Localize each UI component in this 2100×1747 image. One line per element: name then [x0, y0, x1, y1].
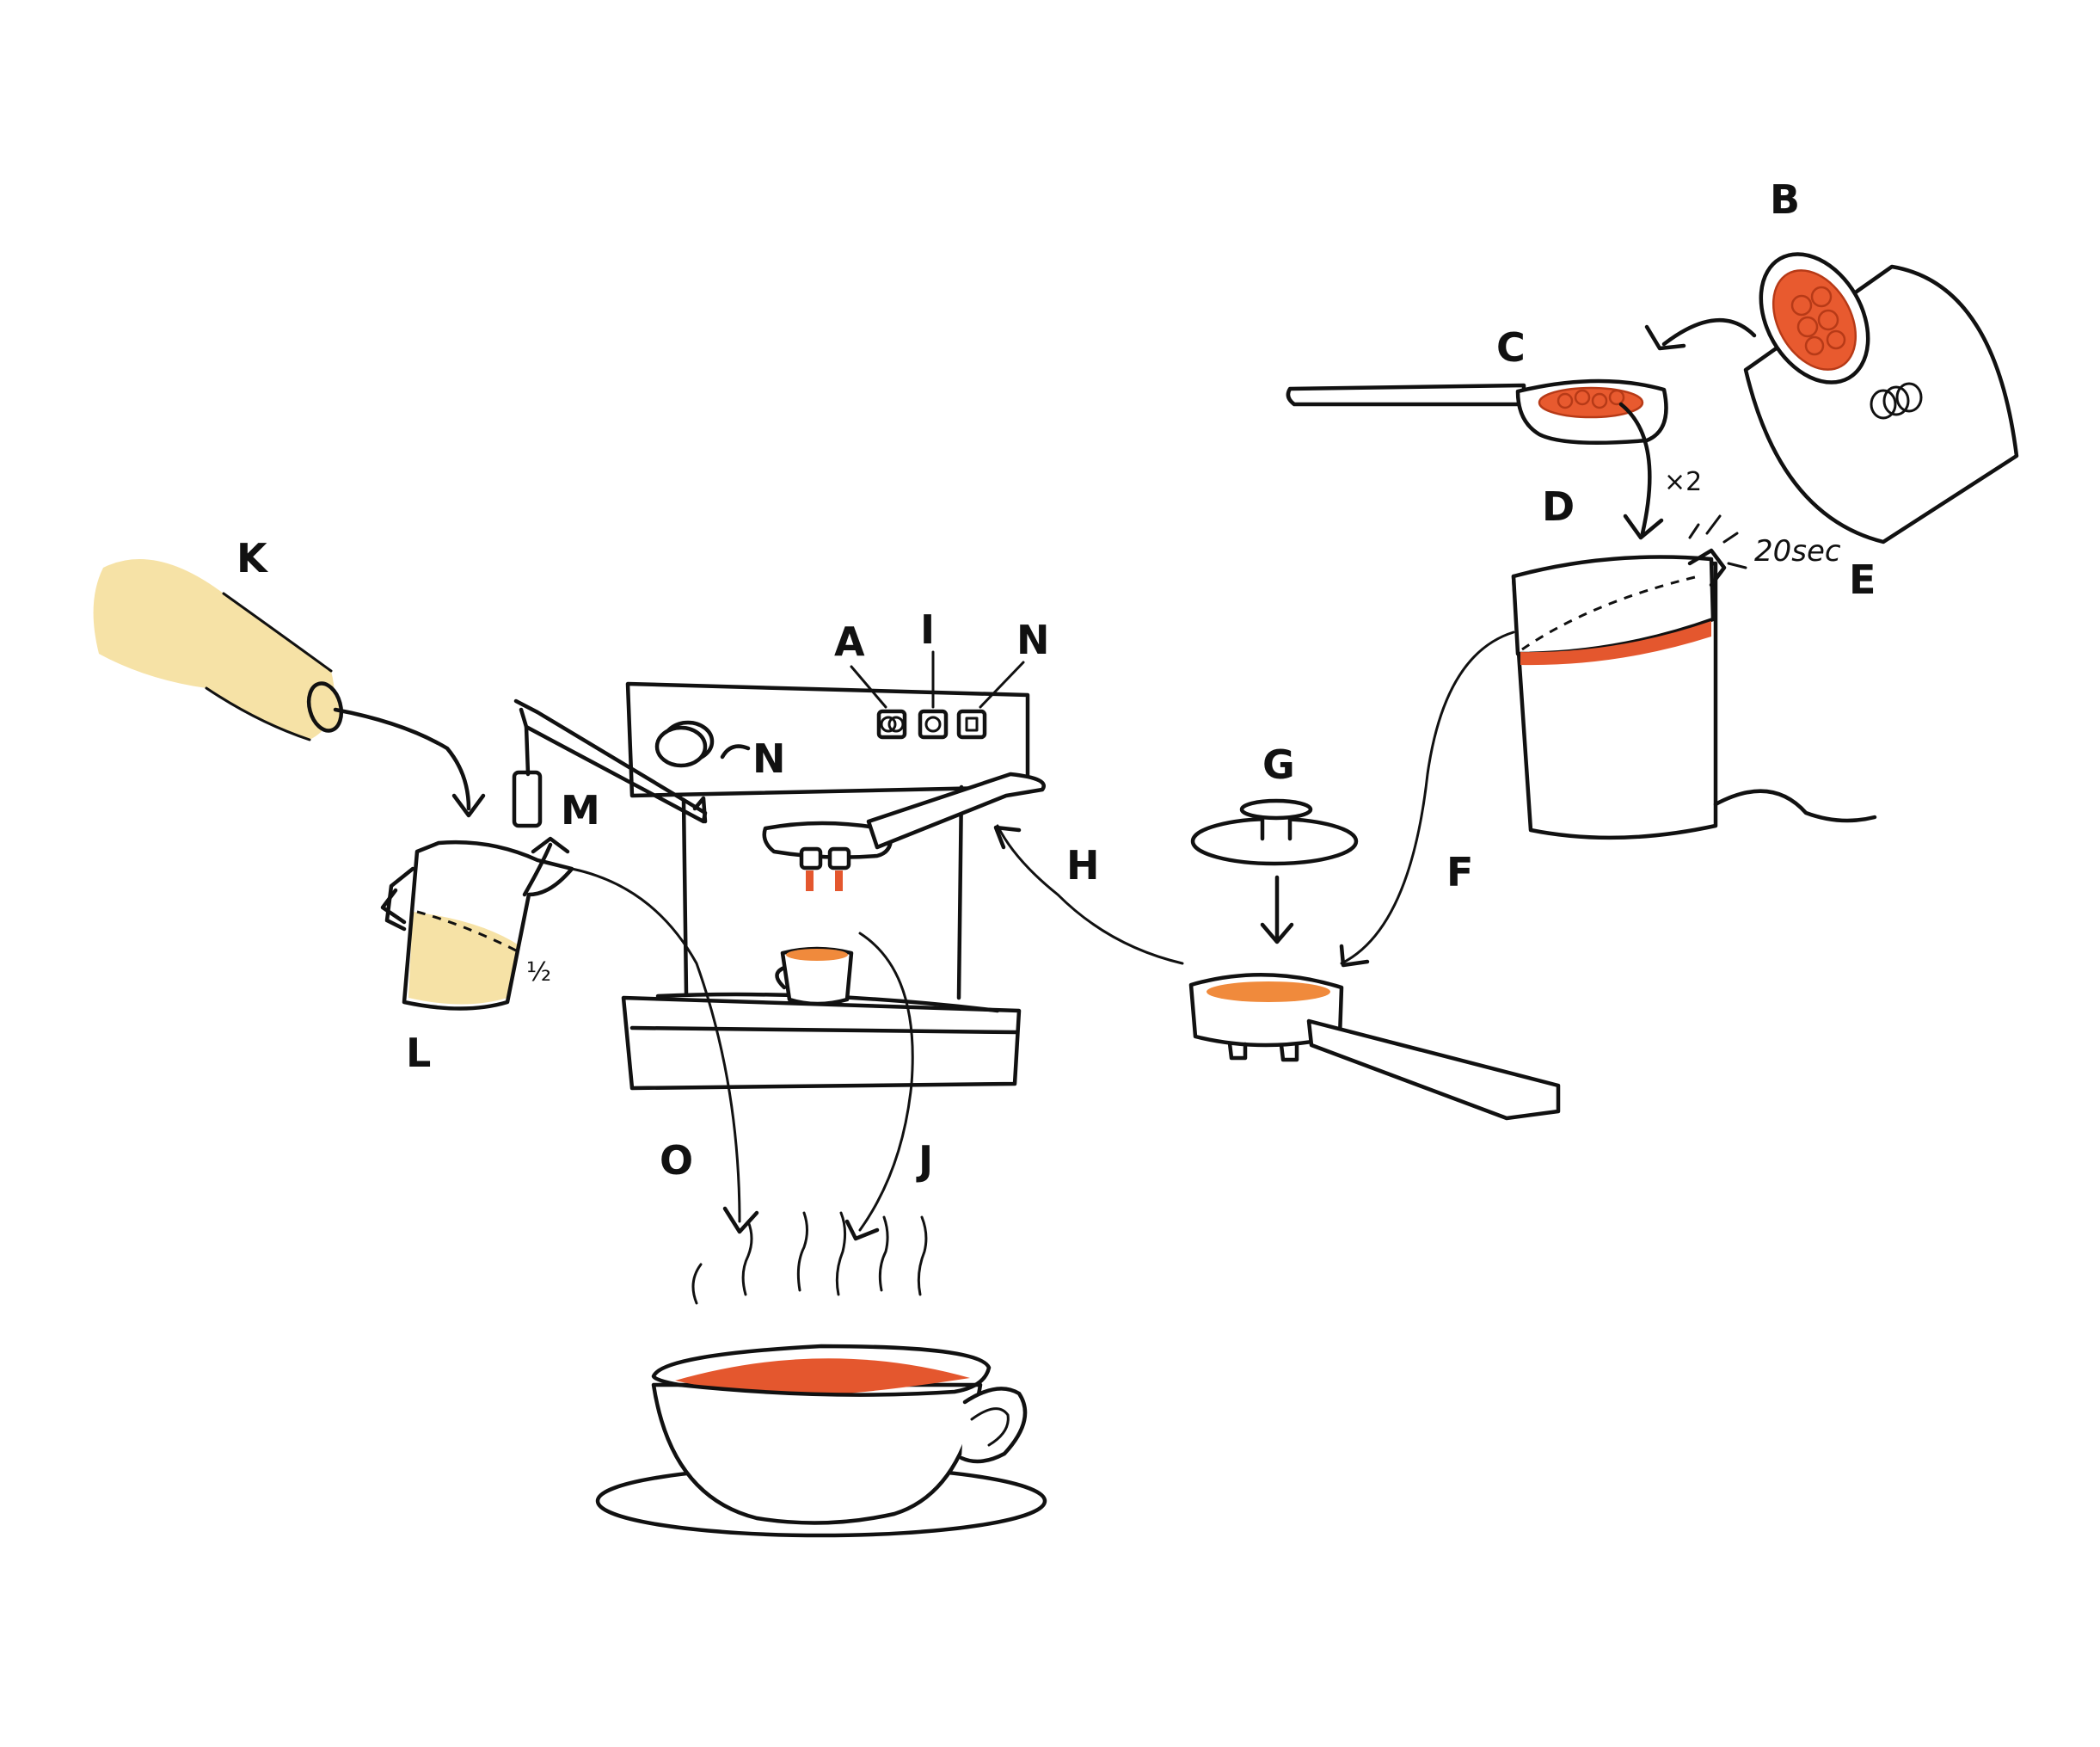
espresso-machine	[512, 681, 1046, 1091]
arrow-o-to-cup	[570, 867, 741, 1223]
portafilter	[1188, 973, 1561, 1121]
tamper	[1190, 798, 1359, 866]
coffee-grinder	[1511, 514, 1877, 840]
arrow-m-up	[522, 842, 553, 897]
bean-canister	[1743, 252, 2019, 544]
arrow-portafilter-to-machine	[996, 824, 1184, 965]
label-o: O	[660, 1137, 693, 1184]
arrow-b-to-c	[1661, 318, 1757, 347]
label-h: H	[1066, 842, 1100, 889]
label-l: L	[406, 1030, 431, 1076]
arrow-d-to-portafilter	[1340, 631, 1515, 965]
label-e: E	[1849, 557, 1876, 603]
label-d: D	[1542, 483, 1575, 530]
label-f: F	[1446, 849, 1473, 895]
milk-jug	[380, 840, 574, 1011]
button-i	[918, 709, 949, 740]
dial-arrow	[720, 744, 751, 760]
label-j: J	[916, 1137, 933, 1184]
measuring-spoon	[1286, 378, 1668, 446]
label-g: G	[1262, 741, 1295, 788]
milk-bottle	[93, 559, 344, 741]
label-n-top: N	[1016, 617, 1050, 663]
cappuccino-cup	[595, 1211, 1047, 1538]
label-a: A	[834, 618, 865, 665]
label-m: M	[561, 787, 600, 834]
label-n-dial: N	[752, 735, 786, 782]
label-i: I	[920, 606, 935, 653]
arrow-j-to-cup	[858, 932, 914, 1232]
button-n	[956, 709, 987, 740]
times-two-note: ×2	[1664, 467, 1702, 497]
arrow-k-to-l	[333, 707, 471, 811]
grind-time-note: 20sec	[1754, 534, 1841, 569]
label-b: B	[1770, 176, 1800, 223]
label-c: C	[1496, 324, 1526, 371]
half-note: ½	[526, 957, 551, 987]
label-k: K	[236, 535, 269, 581]
arrow-c-to-d	[1618, 402, 1652, 536]
